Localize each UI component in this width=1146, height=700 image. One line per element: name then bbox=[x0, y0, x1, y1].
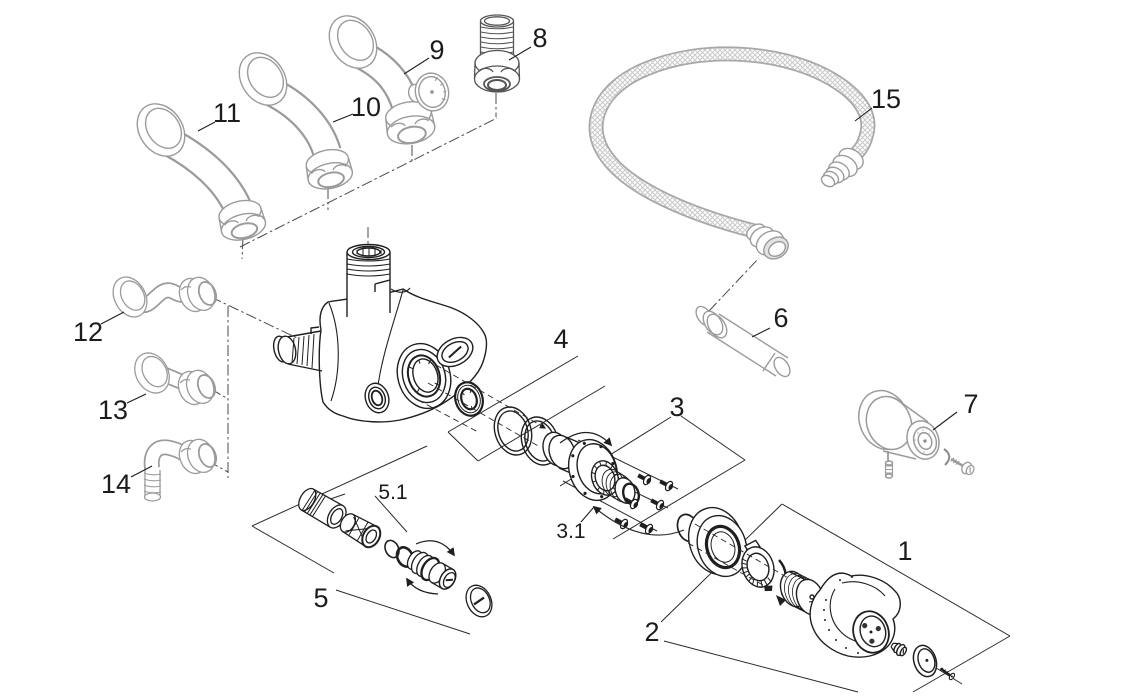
part-14-elbow-union bbox=[143, 438, 218, 502]
part-4-mixer-body bbox=[272, 243, 488, 423]
part-label-6: 6 bbox=[773, 303, 788, 333]
part-11-wall-union bbox=[136, 103, 267, 241]
part-label-4: 4 bbox=[553, 324, 568, 354]
handle-screw bbox=[890, 642, 908, 657]
part-label-7: 7 bbox=[963, 389, 978, 419]
part-label-15: 15 bbox=[871, 84, 901, 114]
handle-fixing-screw bbox=[939, 667, 956, 681]
part-8-union-nipple bbox=[473, 14, 521, 93]
part-4-oring-set bbox=[454, 381, 560, 466]
part-label-9: 9 bbox=[429, 35, 444, 65]
part-5-1-valve-insert bbox=[339, 513, 382, 549]
part-7-plug bbox=[884, 460, 894, 479]
part-label-12: 12 bbox=[73, 317, 103, 347]
axis-lines bbox=[417, 364, 791, 590]
check-dial-icon bbox=[407, 72, 450, 112]
part-9-wall-union-dial bbox=[328, 15, 450, 145]
part-label-1: 1 bbox=[897, 536, 912, 566]
part-12-s-union bbox=[112, 276, 218, 318]
part-7-screw bbox=[950, 457, 975, 476]
part-15-flex-hose bbox=[588, 46, 876, 260]
part-label-14: 14 bbox=[101, 469, 131, 499]
part-label-3: 3 bbox=[669, 392, 684, 422]
part-label-3-1: 3.1 bbox=[556, 520, 585, 543]
part-label-5: 5 bbox=[313, 583, 328, 613]
part-10-wall-union bbox=[238, 52, 354, 190]
handle-cap bbox=[912, 644, 938, 678]
part-label-8: 8 bbox=[532, 23, 547, 53]
part-1-handle-assembly bbox=[809, 572, 956, 681]
valve-cap bbox=[465, 584, 493, 618]
part-5-check-valve bbox=[298, 487, 493, 618]
part-13-union bbox=[134, 352, 217, 406]
part-6-extension bbox=[695, 305, 791, 378]
part-7-volume-handle bbox=[858, 389, 975, 479]
part-label-13: 13 bbox=[98, 395, 128, 425]
leader-lines bbox=[100, 46, 958, 523]
part-label-11: 11 bbox=[213, 98, 241, 128]
part-label-5-1: 5.1 bbox=[378, 481, 407, 504]
part-label-10: 10 bbox=[351, 92, 381, 122]
part-3-cartridge bbox=[542, 431, 641, 506]
part-2-escutcheon-set bbox=[676, 506, 825, 616]
part-label-2: 2 bbox=[644, 617, 659, 647]
part-3-1-screws bbox=[614, 473, 674, 535]
